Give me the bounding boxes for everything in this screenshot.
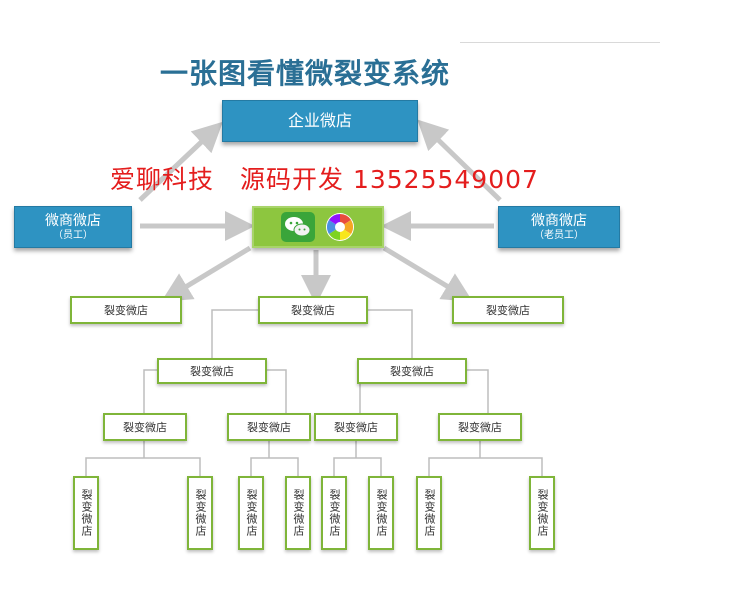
micro-store-right-box: 微商微店 （老员工） bbox=[498, 206, 620, 248]
tree-connector bbox=[428, 457, 543, 476]
tree-connector bbox=[211, 309, 258, 358]
social-hub-box bbox=[252, 206, 384, 248]
enterprise-store-box: 企业微店 bbox=[222, 100, 418, 142]
fission-store-leaf: 裂变微店 bbox=[321, 476, 347, 550]
fission-store-leaf: 裂变微店 bbox=[285, 476, 311, 550]
fission-store-label: 裂变微店 bbox=[80, 489, 93, 537]
arrow-hub-to-right bbox=[382, 245, 473, 302]
fission-store-box: 裂变微店 bbox=[452, 296, 564, 324]
fission-store-label: 裂变微店 bbox=[390, 365, 434, 378]
fission-store-leaf: 裂变微店 bbox=[368, 476, 394, 550]
tree-connector bbox=[368, 309, 413, 358]
micro-store-left-box: 微商微店 （员工） bbox=[14, 206, 132, 248]
arrow-right-to-enterprise bbox=[417, 119, 502, 202]
fission-store-box: 裂变微店 bbox=[258, 296, 368, 324]
fission-store-leaf: 裂变微店 bbox=[416, 476, 442, 550]
enterprise-store-label: 企业微店 bbox=[287, 111, 352, 130]
fission-store-box: 裂变微店 bbox=[227, 413, 311, 441]
tree-connector bbox=[250, 457, 299, 476]
micro-store-left-label: 微商微店 bbox=[45, 213, 101, 229]
wechat-icon bbox=[281, 212, 315, 242]
fission-store-box: 裂变微店 bbox=[314, 413, 398, 441]
fission-store-label: 裂变微店 bbox=[123, 421, 167, 434]
fission-store-box: 裂变微店 bbox=[70, 296, 182, 324]
tree-connector bbox=[467, 369, 489, 413]
watermark-text: 爱聊科技 源码开发 13525549007 bbox=[110, 165, 539, 194]
fission-store-label: 裂变微店 bbox=[328, 489, 341, 537]
tree-connector bbox=[267, 369, 287, 413]
fission-store-box: 裂变微店 bbox=[157, 358, 267, 384]
fission-store-leaf: 裂变微店 bbox=[73, 476, 99, 550]
fission-store-leaf: 裂变微店 bbox=[529, 476, 555, 550]
arrow-left-to-enterprise bbox=[138, 121, 223, 202]
micro-store-right-sub: （老员工） bbox=[534, 230, 584, 241]
arrow-hub-to-left bbox=[161, 245, 252, 302]
fission-store-label: 裂变微店 bbox=[291, 304, 335, 317]
tree-connector bbox=[143, 369, 157, 413]
diagram-title: 一张图看懂微裂变系统 bbox=[160, 57, 451, 90]
fission-store-box: 裂变微店 bbox=[438, 413, 522, 441]
fission-store-label: 裂变微店 bbox=[375, 489, 388, 537]
fission-store-leaf: 裂变微店 bbox=[187, 476, 213, 550]
fission-store-box: 裂变微店 bbox=[103, 413, 187, 441]
top-divider bbox=[460, 42, 660, 43]
fission-store-label: 裂变微店 bbox=[536, 489, 549, 537]
fission-store-label: 裂变微店 bbox=[194, 489, 207, 537]
fission-store-label: 裂变微店 bbox=[334, 421, 378, 434]
fission-store-label: 裂变微店 bbox=[292, 489, 305, 537]
fission-store-label: 裂变微店 bbox=[190, 365, 234, 378]
fission-store-label: 裂变微店 bbox=[247, 421, 291, 434]
fission-store-label: 裂变微店 bbox=[245, 489, 258, 537]
micro-store-left-sub: （员工） bbox=[53, 230, 93, 241]
fission-store-box: 裂变微店 bbox=[357, 358, 467, 384]
fission-store-label: 裂变微店 bbox=[458, 421, 502, 434]
micro-store-right-label: 微商微店 bbox=[531, 213, 587, 229]
fission-store-leaf: 裂变微店 bbox=[238, 476, 264, 550]
fission-store-label: 裂变微店 bbox=[423, 489, 436, 537]
moments-icon bbox=[326, 213, 354, 241]
tree-connector bbox=[85, 457, 201, 476]
fission-store-label: 裂变微店 bbox=[104, 304, 148, 317]
fission-store-label: 裂变微店 bbox=[486, 304, 530, 317]
tree-connector bbox=[333, 457, 382, 476]
